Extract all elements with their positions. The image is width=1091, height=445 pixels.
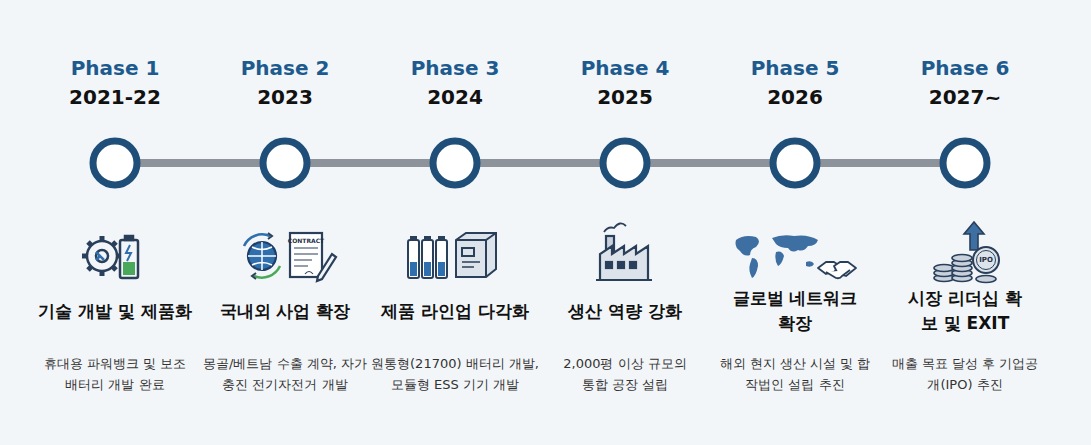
milestone-circle: [597, 135, 653, 191]
timeline-milestone: Phase 3 2024 제품 라인업 다각화원통형(21700) 배터리 개발, …: [370, 50, 540, 420]
factory-icon: [596, 223, 652, 280]
phase-heading: 제품 라인업 다각화: [381, 299, 529, 324]
gear-battery-icon: [82, 236, 138, 278]
milestone-circle-shape: [427, 135, 483, 191]
year-label: 2023: [200, 85, 370, 109]
phase-label: Phase 1: [30, 56, 200, 80]
timeline-connector: [647, 159, 773, 167]
phase-heading: 글로벌 네트워크 확장: [730, 286, 860, 336]
battery-module-icon: [408, 233, 496, 278]
phase-heading: 시장 리더십 확보 및 EXIT: [908, 286, 1023, 336]
phase-heading: 국내외 사업 확장: [220, 299, 351, 324]
phase-heading: 기술 개발 및 제품화: [38, 299, 192, 324]
heading-box: 글로벌 네트워크 확장: [730, 283, 860, 339]
milestone-circle: [427, 135, 483, 191]
phase-heading: 생산 역량 강화: [568, 299, 682, 324]
heading-box: 생산 역량 강화: [540, 283, 710, 339]
year-label: 2027~: [880, 85, 1050, 109]
phase-label: Phase 5: [710, 56, 880, 80]
milestone-circle-shape: [937, 135, 993, 191]
milestone-circle-shape: [597, 135, 653, 191]
phase-label: Phase 2: [200, 56, 370, 80]
phase-description: 몽골/베트남 수출 계약, 자가충진 전기자전거 개발: [203, 353, 368, 395]
phase-label: Phase 4: [540, 56, 710, 80]
milestone-circle: [87, 135, 143, 191]
timeline-milestone: Phase 1 2021-22 기술 개발 및 제품화휴대용 파워뱅크 및 보조배터…: [30, 50, 200, 420]
icon-text: IPO: [979, 256, 993, 264]
phase-description: 원통형(21700) 배터리 개발, 모듈형 ESS 기기 개발: [370, 353, 540, 395]
timeline-connector: [817, 159, 943, 167]
phase-description: 휴대용 파워뱅크 및 보조배터리 개발 완료: [38, 353, 193, 395]
timeline-milestone: Phase 4 2025 생산 역량 강화 2,000평 이상 규모의 통합 공장 설…: [540, 50, 710, 420]
timeline-milestone: Phase 5 2026 글로벌 네트워크 확장해외 현지 생산 시설 및 합작법인…: [710, 50, 880, 420]
timeline-milestone: Phase 6 2027~ 시장 리더십 확보 및 EXIT 매출 목표 달성 후 기…: [880, 50, 1050, 420]
heading-box: 제품 라인업 다각화: [370, 283, 540, 339]
year-label: 2025: [540, 85, 710, 109]
phase-label: Phase 6: [880, 56, 1050, 80]
phase-description: 해외 현지 생산 시설 및 합작법인 설립 추진: [715, 353, 875, 395]
milestone-circle-shape: [257, 135, 313, 191]
timeline-connector: [477, 159, 603, 167]
phase-label: Phase 3: [370, 56, 540, 80]
milestone-circle: [937, 135, 993, 191]
heading-box: 국내외 사업 확장: [200, 283, 370, 339]
timeline-milestone: Phase 2 2023 국내외 사업 확장몽골/베트남 수출 계약, 자가충진 전…: [200, 50, 370, 420]
heading-box: 기술 개발 및 제품화: [30, 283, 200, 339]
year-label: 2021-22: [30, 85, 200, 109]
globe-contract-icon: [244, 233, 336, 281]
milestone-circle: [257, 135, 313, 191]
year-label: 2026: [710, 85, 880, 109]
icon-text: CONTRACT: [288, 237, 324, 244]
timeline-connector: [137, 159, 263, 167]
timeline-connector: [307, 159, 433, 167]
milestone-circle-shape: [767, 135, 823, 191]
phase-description: 2,000평 이상 규모의 통합 공장 설립: [560, 353, 690, 395]
coins-growth-icon: [934, 222, 999, 283]
milestone-circle-shape: [87, 135, 143, 191]
phase-description: 매출 목표 달성 후 기업공개(IPO) 추진: [888, 353, 1043, 395]
year-label: 2024: [370, 85, 540, 109]
world-map-handshake-icon: [736, 235, 857, 278]
heading-box: 시장 리더십 확보 및 EXIT: [908, 283, 1023, 339]
milestone-circle: [767, 135, 823, 191]
